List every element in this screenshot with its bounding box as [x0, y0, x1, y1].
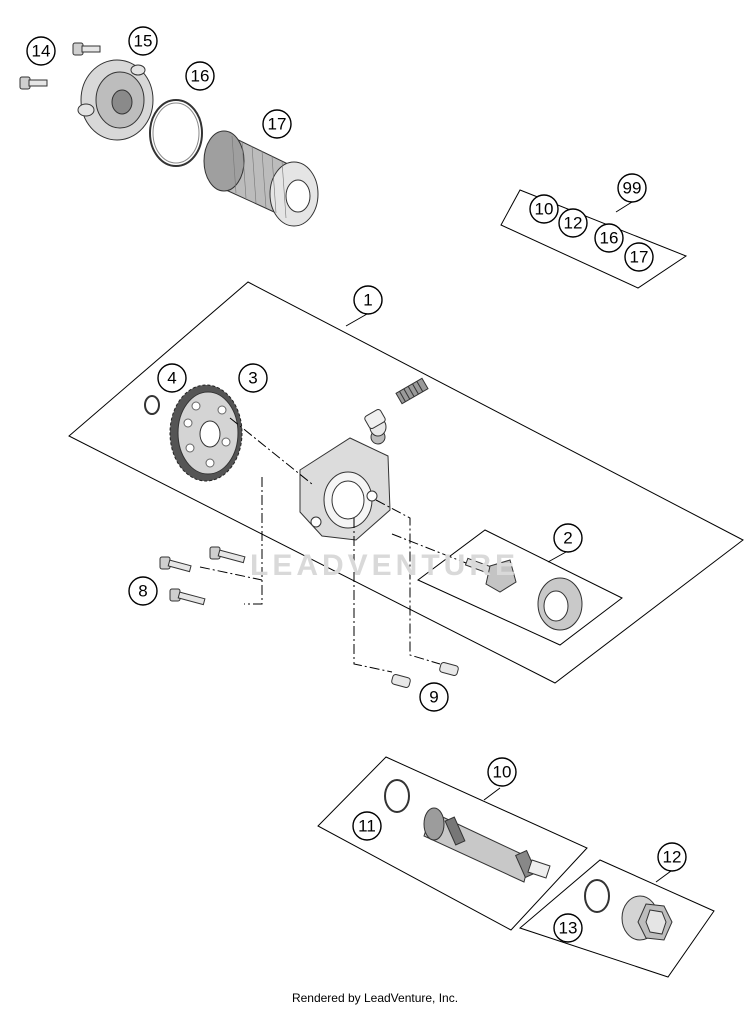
- svg-text:16: 16: [600, 229, 619, 248]
- svg-text:99: 99: [623, 179, 642, 198]
- rotor-shaft[interactable]: [464, 557, 517, 593]
- footer-credit: Rendered by LeadVenture, Inc.: [291, 991, 459, 1005]
- svg-text:10: 10: [493, 763, 512, 782]
- dowel-9b[interactable]: [439, 662, 459, 676]
- kit-item-12[interactable]: 12: [558, 208, 588, 238]
- callout-99[interactable]: 99: [617, 173, 647, 203]
- svg-text:17: 17: [630, 248, 649, 267]
- kit-item-10[interactable]: 10: [529, 194, 559, 224]
- o-ring-16[interactable]: [149, 99, 203, 167]
- callout-14[interactable]: 14: [26, 36, 56, 66]
- kit-99-outline: [500, 189, 688, 289]
- svg-text:9: 9: [429, 688, 438, 707]
- callout-17[interactable]: 17: [262, 109, 292, 139]
- watermark: LEADVENTURE: [250, 549, 519, 582]
- assembly-centerlines: [199, 417, 467, 673]
- bolt-14b[interactable]: [72, 42, 101, 56]
- callout-1[interactable]: 1: [353, 285, 383, 315]
- screw-plug-12[interactable]: [621, 895, 673, 941]
- callout-12-leader: [655, 870, 672, 883]
- callout-3[interactable]: 3: [238, 363, 268, 393]
- svg-text:15: 15: [134, 32, 153, 51]
- callout-10-leader: [483, 787, 501, 801]
- svg-text:1: 1: [363, 291, 372, 310]
- callout-4[interactable]: 4: [157, 363, 187, 393]
- sub-kit-2-outline: [417, 529, 623, 646]
- callout-11[interactable]: 11: [352, 811, 382, 841]
- callout-13[interactable]: 13: [553, 913, 583, 943]
- bolt-14a[interactable]: [19, 76, 48, 90]
- kit-item-17[interactable]: 17: [624, 242, 654, 272]
- callout-1-leader: [345, 313, 368, 327]
- callout-15[interactable]: 15: [128, 26, 158, 56]
- oil-pump-assembly-outline: [68, 281, 744, 684]
- circlip-4[interactable]: [144, 395, 160, 415]
- oil-pump-gear-3[interactable]: [169, 384, 243, 482]
- dowel-9a[interactable]: [391, 674, 411, 688]
- kit-12-outline: [518, 859, 715, 978]
- filter-insert-10[interactable]: [423, 807, 551, 883]
- pressure-relief-spring[interactable]: [395, 377, 429, 405]
- callout-2[interactable]: 2: [553, 523, 583, 553]
- callout-9[interactable]: 9: [419, 682, 449, 712]
- svg-text:12: 12: [564, 214, 583, 233]
- bolt-8a[interactable]: [159, 556, 192, 573]
- svg-text:14: 14: [32, 42, 51, 61]
- svg-text:16: 16: [191, 67, 210, 86]
- svg-text:2: 2: [563, 529, 572, 548]
- oil-filter-17[interactable]: [203, 130, 319, 227]
- svg-text:17: 17: [268, 115, 287, 134]
- kit-10-outline: [317, 756, 588, 931]
- svg-text:3: 3: [248, 369, 257, 388]
- kit-item-16[interactable]: 16: [594, 223, 624, 253]
- pressure-relief-piston[interactable]: [364, 408, 387, 437]
- kit-99-leader: [615, 201, 633, 213]
- callout-16[interactable]: 16: [185, 61, 215, 91]
- rotor-housing[interactable]: [537, 577, 583, 631]
- callout-12[interactable]: 12: [657, 842, 687, 872]
- o-ring-11[interactable]: [384, 779, 410, 813]
- bolt-8c[interactable]: [169, 588, 206, 606]
- oil-pump-body[interactable]: [299, 429, 391, 541]
- callout-2-leader: [547, 551, 567, 563]
- svg-text:11: 11: [358, 817, 376, 836]
- svg-text:10: 10: [535, 200, 554, 219]
- callout-10[interactable]: 10: [487, 757, 517, 787]
- svg-text:13: 13: [559, 919, 578, 938]
- svg-text:12: 12: [663, 848, 682, 867]
- svg-text:8: 8: [138, 582, 147, 601]
- callout-8[interactable]: 8: [128, 576, 158, 606]
- filter-cover-15[interactable]: [77, 59, 154, 141]
- svg-text:4: 4: [167, 369, 176, 388]
- bolt-8b[interactable]: [209, 546, 246, 564]
- o-ring-13[interactable]: [584, 879, 610, 913]
